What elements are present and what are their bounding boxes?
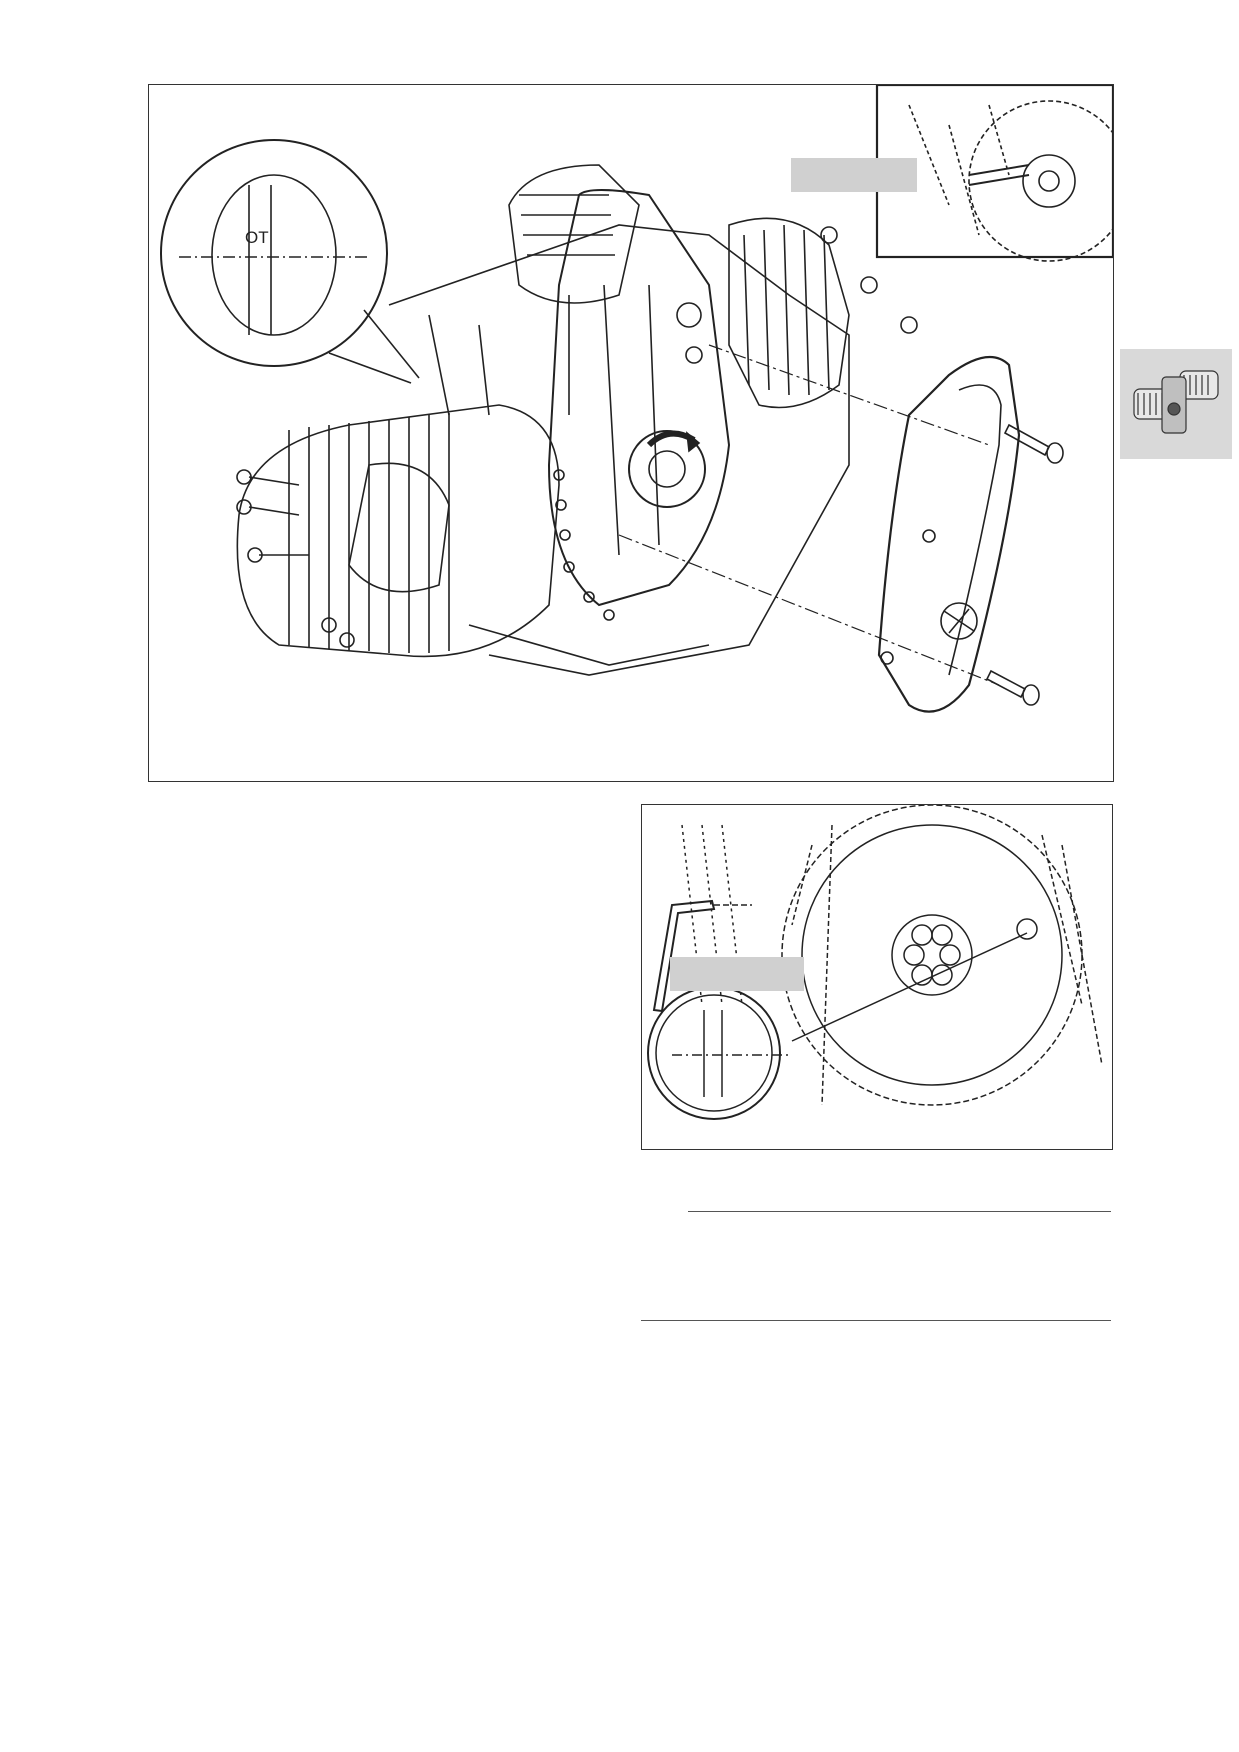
divider-rule-bottom xyxy=(641,1320,1111,1321)
engine-illustration: OT xyxy=(160,85,1113,713)
timing-chain-housing xyxy=(547,189,731,621)
studs-left xyxy=(236,469,355,648)
label-placeholder-inset xyxy=(791,158,917,192)
bolt-upper xyxy=(1003,423,1064,464)
cylinder-right xyxy=(728,217,918,409)
engine-thumbnail-icon xyxy=(1133,370,1219,434)
magnifier-flywheel-mark xyxy=(647,918,1038,1120)
flywheel xyxy=(681,805,1103,1106)
figure-engine-timing-cover: OT xyxy=(148,84,1114,782)
cylinder-left xyxy=(236,404,560,658)
bolt-lower xyxy=(985,669,1040,706)
flywheel-illustration xyxy=(647,805,1103,1120)
alignment-lines xyxy=(618,344,1000,686)
divider-rule-top xyxy=(688,1211,1111,1212)
section-thumb-tab[interactable] xyxy=(1120,349,1232,459)
figure-flywheel-pin xyxy=(641,804,1113,1150)
alternator xyxy=(508,164,640,304)
timing-cover-removed xyxy=(877,355,1021,713)
ot-mark-label: OT xyxy=(245,228,269,247)
magnifier-ot-mark xyxy=(160,139,420,384)
inset-flywheel-pin xyxy=(791,85,1113,262)
locking-pin xyxy=(652,899,752,1013)
label-placeholder-flywheel xyxy=(670,957,804,991)
crankcase xyxy=(388,224,850,676)
